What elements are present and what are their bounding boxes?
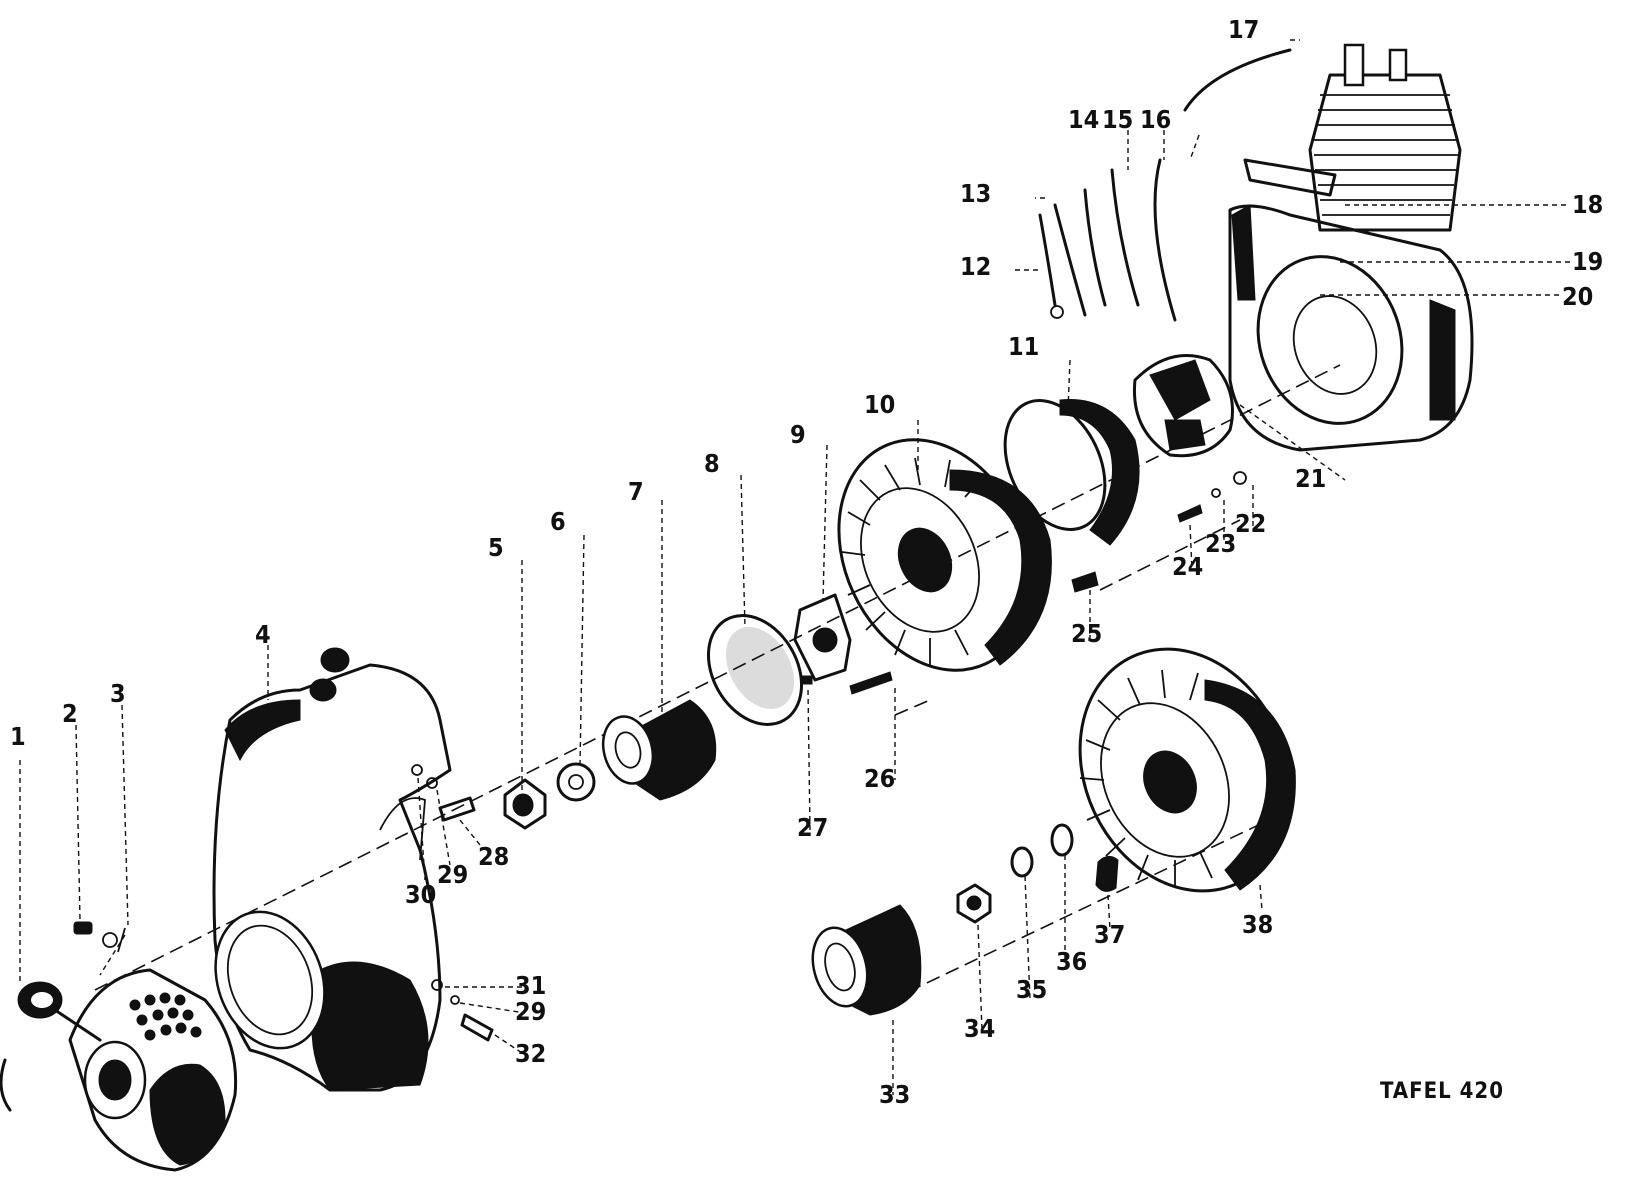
part-number-label: 13 [960, 179, 991, 208]
part-number-label: 5 [488, 533, 504, 562]
part-27-pin [801, 675, 813, 685]
part-number-label: 32 [515, 1039, 546, 1068]
plate-label: TAFEL 420 [1380, 1079, 1504, 1104]
part-3-washer [102, 927, 126, 953]
part-number-label: 24 [1172, 552, 1203, 581]
part-number-label: 27 [797, 813, 828, 842]
part-number-label: 26 [864, 764, 895, 793]
part-8-cover-disc [706, 614, 804, 726]
part-number-label: 23 [1205, 529, 1236, 558]
part-number-label: 31 [515, 971, 546, 1000]
part-17-fuel-hose [1183, 48, 1292, 112]
part-number-label: 22 [1235, 509, 1266, 538]
starter-vent-holes [129, 992, 202, 1041]
part-30-washer [411, 764, 423, 776]
recoil-starter-housing [68, 968, 238, 1172]
part-number-label: 6 [550, 507, 566, 536]
part-35-ring [1010, 846, 1034, 878]
part-number-label: 8 [704, 449, 720, 478]
part-2-screw [73, 921, 93, 935]
part-number-label: 25 [1071, 619, 1102, 648]
part-number-label: 28 [478, 842, 509, 871]
part-number-label: 3 [110, 679, 126, 708]
part-11-rotor-ring [1003, 399, 1140, 546]
part-31-washer [431, 979, 443, 991]
engine-block [1228, 43, 1474, 452]
part-7-starter-pulley [601, 699, 717, 801]
part-number-label: 19 [1572, 247, 1603, 276]
part-number-label: 18 [1572, 190, 1603, 219]
part-number-label: 38 [1242, 910, 1273, 939]
part-36-ring [1050, 823, 1074, 857]
part-1-starter-handle [0, 981, 102, 1112]
part-number-label: 14 [1068, 105, 1099, 134]
part-32-screw [460, 1013, 494, 1042]
part-4-fan-shroud [212, 647, 452, 1092]
small-hardware [411, 471, 1247, 1042]
part-10-fan-wheel [837, 438, 1052, 672]
part-25-screw [1071, 571, 1099, 593]
part-number-label: 17 [1228, 15, 1259, 44]
part-number-label: 37 [1094, 920, 1125, 949]
part-number-label: 1 [10, 722, 26, 751]
part-number-label: 30 [405, 880, 436, 909]
part-number-label: 9 [790, 420, 806, 449]
part-33-clutch-drum [811, 904, 922, 1016]
part-24-screw [1177, 504, 1203, 523]
part-38-fan-wheel [1078, 647, 1296, 893]
part-number-label: 36 [1056, 947, 1087, 976]
part-26-bolt [849, 671, 893, 695]
part-number-label: 2 [62, 699, 78, 728]
part-number-label: 34 [964, 1014, 995, 1043]
part-number-label: 7 [628, 477, 644, 506]
part-number-label: 35 [1016, 975, 1047, 1004]
cylinder-fins [1314, 94, 1458, 216]
part-number-label: 16 [1140, 105, 1171, 134]
part-number-label: 29 [437, 860, 468, 889]
part-number-label: 20 [1562, 282, 1593, 311]
part-22-washer [1233, 471, 1247, 485]
part-number-label: 29 [515, 997, 546, 1026]
part-21-breaker-plate [1132, 354, 1234, 458]
part-number-label: 10 [864, 390, 895, 419]
part-9-hub-flange [793, 593, 852, 682]
fan-blades-lower [1079, 669, 1213, 888]
parts-12-16-cables [1038, 158, 1177, 322]
part-29b-washer [450, 995, 460, 1005]
part-29-washer [426, 777, 438, 789]
part-number-label: 4 [255, 620, 271, 649]
part-number-label: 11 [1008, 332, 1039, 361]
part-number-label: 12 [960, 252, 991, 281]
leader-lines [19, 39, 1570, 1095]
part-28-screw [438, 796, 476, 822]
part-23-washer [1211, 488, 1221, 498]
part-6-lock-washer [556, 762, 596, 802]
part-37-key [1095, 856, 1119, 892]
part-number-label: 33 [879, 1080, 910, 1109]
part-number-label: 21 [1295, 464, 1326, 493]
part-5-cup-nut [503, 778, 547, 830]
part-number-label: 15 [1102, 105, 1133, 134]
part-34-nut [956, 883, 992, 924]
fan-blades [841, 457, 986, 665]
